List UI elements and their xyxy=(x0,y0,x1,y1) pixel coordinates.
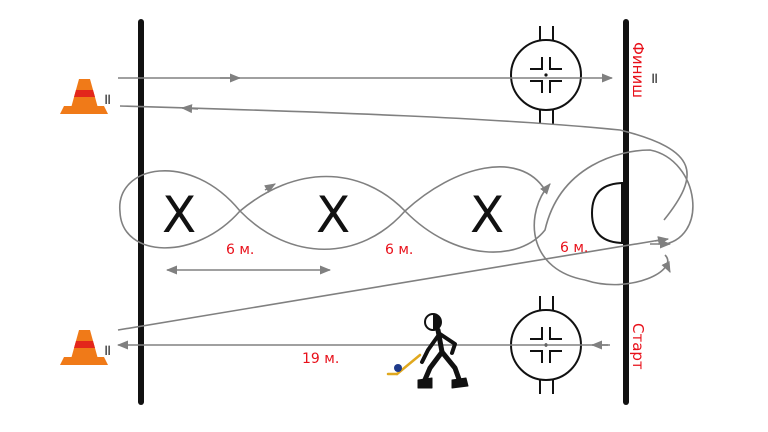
eq-marker-top-left: = xyxy=(99,93,117,106)
cross-marker-2: X xyxy=(316,186,350,244)
segment-label-3: 6 м. xyxy=(560,240,588,256)
outer-loop-path xyxy=(584,254,669,286)
diagonal-path xyxy=(117,239,661,331)
goal-crease xyxy=(590,181,625,245)
cross-marker-1: X xyxy=(162,186,196,244)
segment-label-2: 6 м. xyxy=(385,242,413,258)
hockey-player-icon xyxy=(386,313,469,389)
cross-marker-3: X xyxy=(470,186,504,244)
figure-eight-path xyxy=(119,149,694,281)
return-path-line xyxy=(119,105,688,221)
faceoff-circle-top xyxy=(510,26,582,124)
cone-icon-bottom xyxy=(60,330,108,365)
puck xyxy=(394,364,402,372)
distance-label: 19 м. xyxy=(302,351,339,367)
start-label: Старт xyxy=(629,323,647,370)
segment-label-1: 6 м. xyxy=(226,242,254,258)
cone-icon-top xyxy=(60,79,108,114)
finish-label: Финиш xyxy=(629,42,647,98)
finish-eq-marker: = xyxy=(646,72,664,85)
eq-marker-bottom-left: = xyxy=(99,344,117,357)
